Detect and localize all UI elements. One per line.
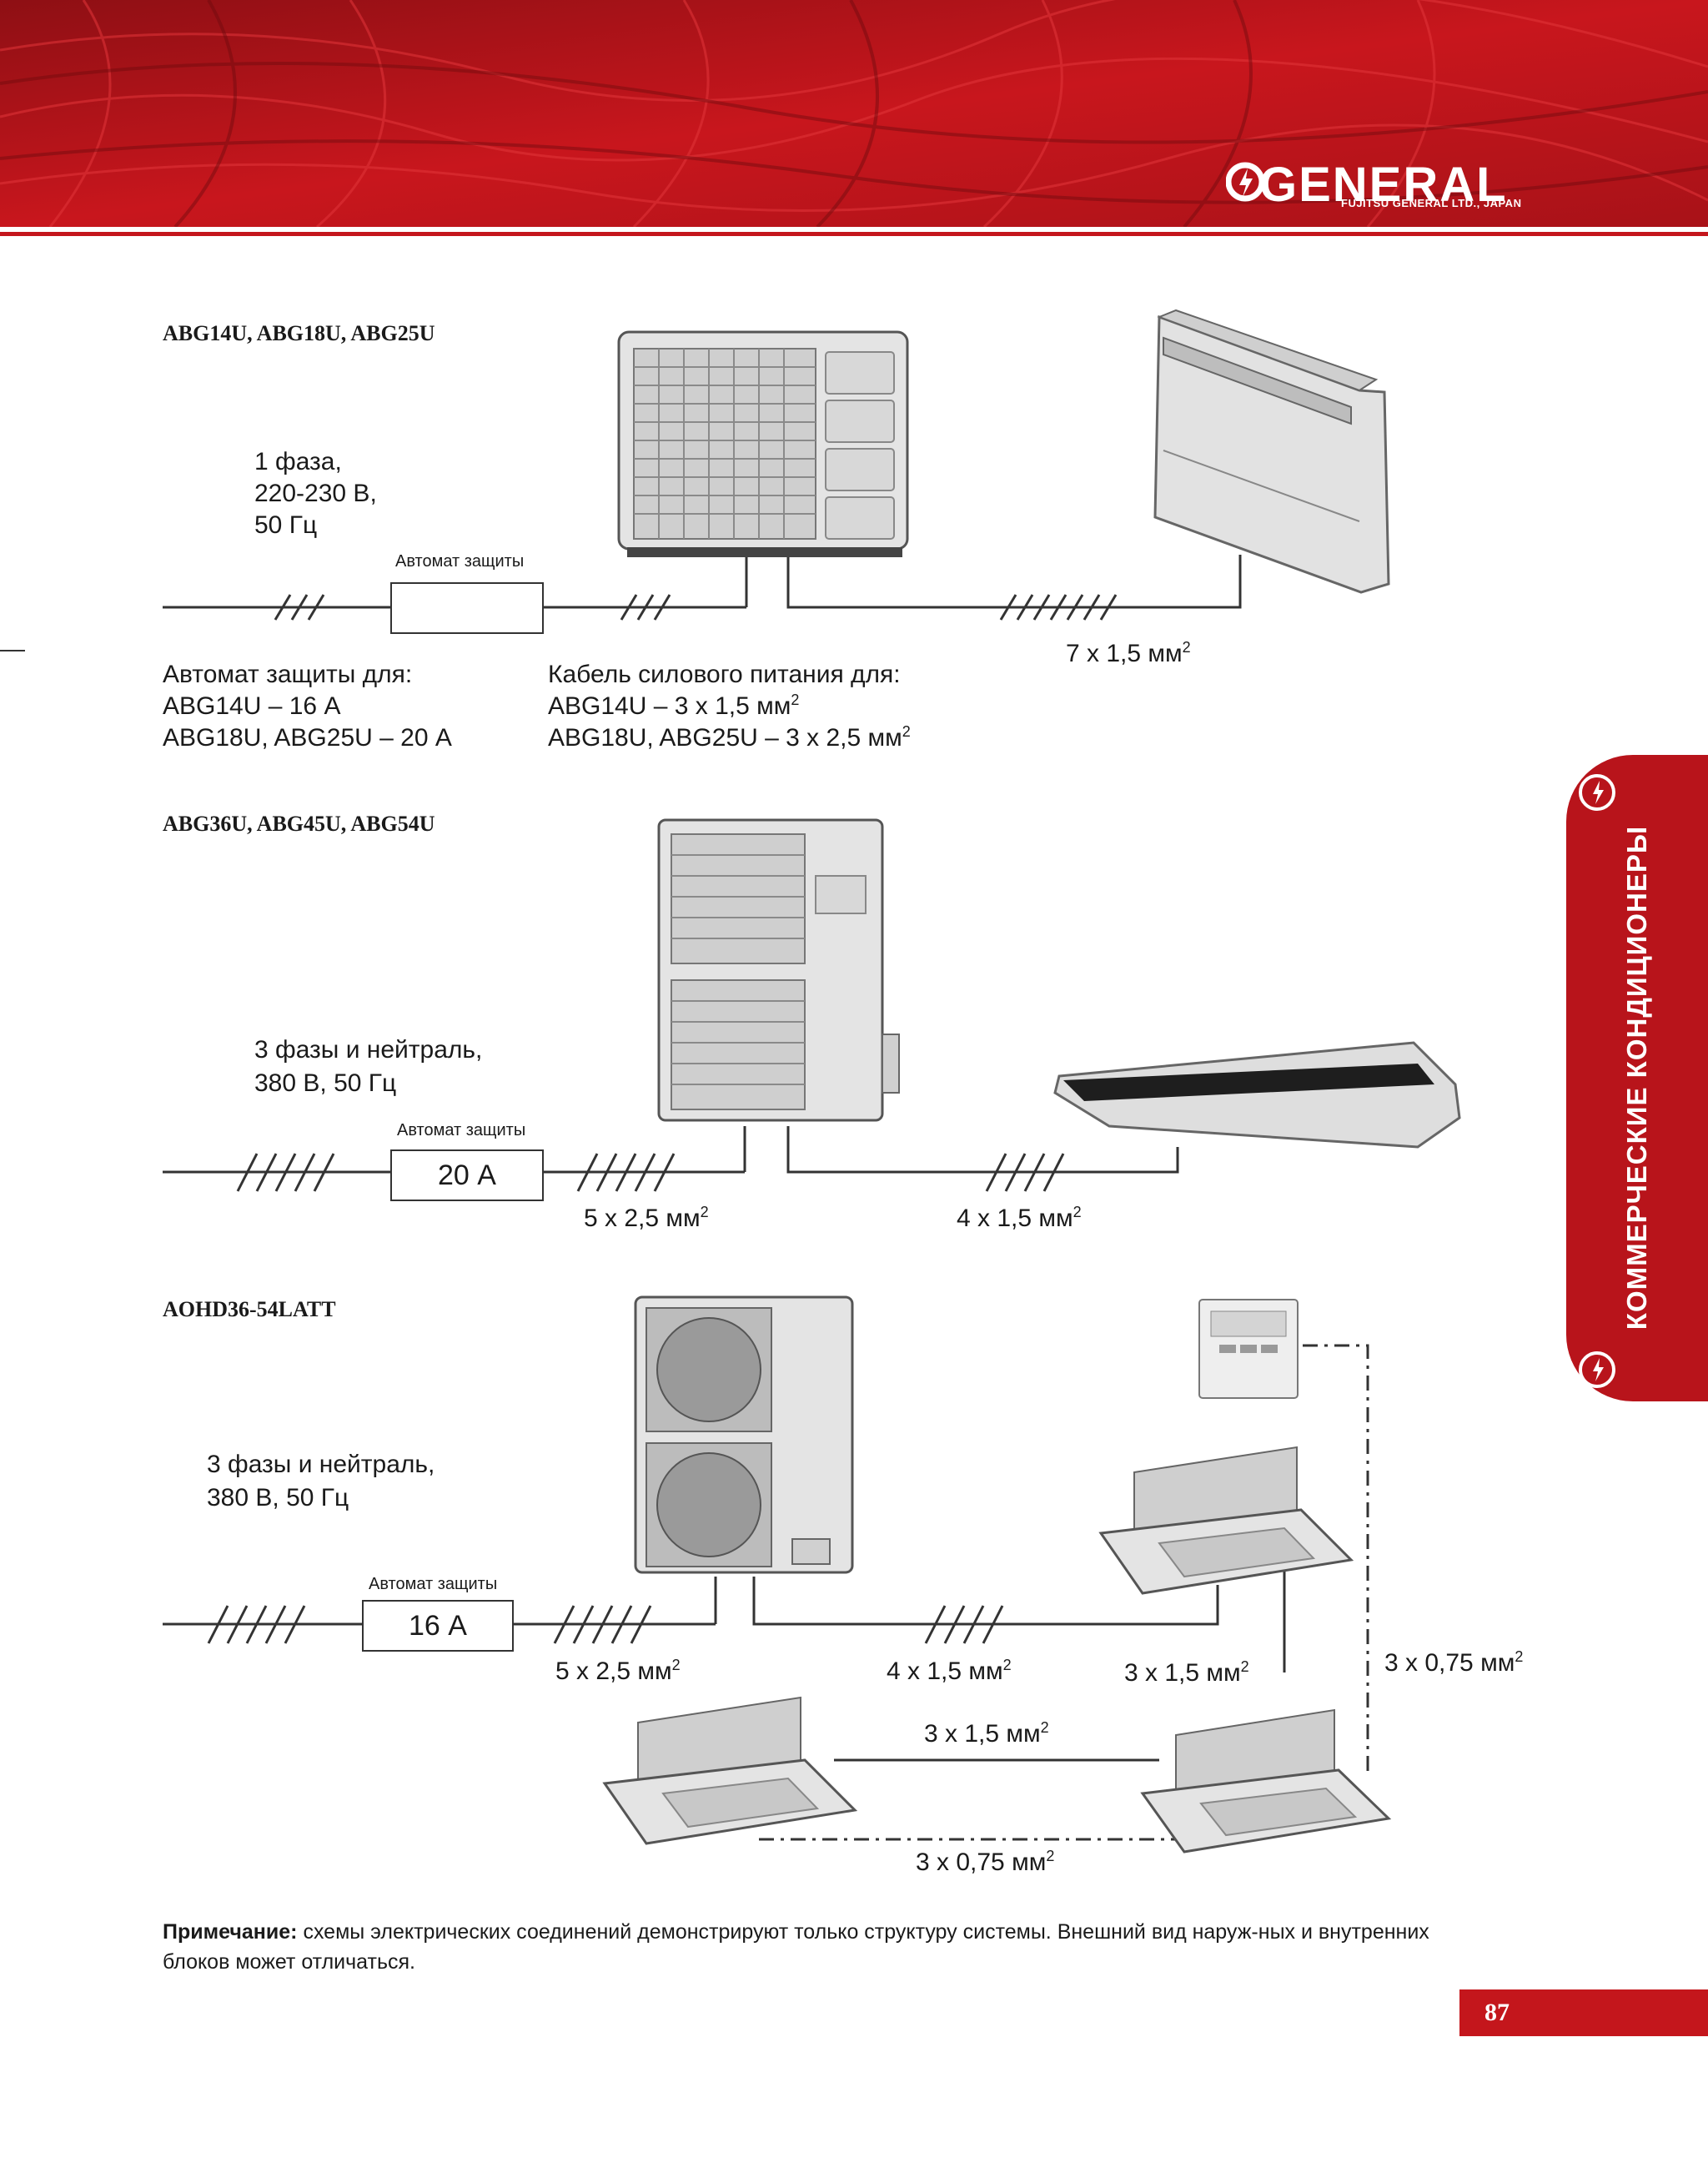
side-logo-top-icon: [1579, 774, 1615, 811]
footnote-text: схемы электрических соединений демонстри…: [163, 1920, 1429, 1974]
side-logo-bottom-icon: [1579, 1351, 1615, 1388]
section-3-cable-power: 5 x 2,5 мм2: [555, 1657, 681, 1685]
page-number: 87: [1459, 1989, 1708, 2036]
section-1-cable-note-1: Кабель силового питания для:: [548, 661, 901, 688]
header-rule: [0, 232, 1708, 236]
section-1-cable-note-3: ABG18U, ABG25U – 3 x 2,5 мм2: [548, 723, 911, 752]
brand-subtitle: FUJITSU GENERAL LTD., JAPAN: [1341, 197, 1522, 209]
section-1-title: ABG14U, ABG18U, ABG25U: [163, 321, 435, 345]
cassette-unit-3: [1140, 1708, 1392, 1854]
section-3-breaker-box: 16 А: [362, 1600, 514, 1652]
section-3-cable-bottom: 3 x 0,75 мм2: [916, 1848, 1055, 1876]
section-3-cable-between: 3 x 1,5 мм2: [924, 1719, 1049, 1748]
cassette-unit-2: [602, 1696, 858, 1845]
section-1-breaker-note-2: ABG14U – 16 А: [163, 692, 341, 720]
section-3-cable-unit1: 3 x 1,5 мм2: [1124, 1658, 1249, 1687]
general-logo-icon: [1226, 162, 1264, 202]
red-texture-background: [0, 0, 1708, 227]
section-1-cable-note-2: ABG14U – 3 x 1,5 мм2: [548, 692, 800, 720]
section-2-power-line-2: 380 В, 50 Гц: [254, 1069, 397, 1097]
section-1-breaker-note-3: ABG18U, ABG25U – 20 А: [163, 724, 452, 752]
header-banner: GENERAL FUJITSU GENERAL LTD., JAPAN: [0, 0, 1708, 227]
section-2-cable-right: 4 x 1,5 мм2: [957, 1204, 1082, 1232]
cassette-unit-1: [1098, 1446, 1354, 1595]
section-3-breaker-label: Автомат защиты: [369, 1575, 498, 1593]
outdoor-unit-1: [617, 330, 909, 557]
section-3-cable-remote: 3 x 0,75 мм2: [1384, 1648, 1524, 1677]
section-2-title: ABG36U, ABG45U, ABG54U: [163, 812, 435, 836]
brand-logo: GENERAL: [1259, 158, 1508, 212]
section-1-power-line-2: 220-230 В,: [254, 480, 377, 507]
indoor-unit-2: [1053, 1041, 1461, 1149]
footnote-label: Примечание:: [163, 1920, 298, 1944]
side-tab: [1566, 755, 1708, 1401]
section-2-breaker-label: Автомат защиты: [397, 1121, 526, 1139]
outdoor-unit-3: [634, 1295, 854, 1574]
section-1-cable-right: 7 x 1,5 мм2: [1066, 639, 1191, 667]
section-3-cable-indoor: 4 x 1,5 мм2: [887, 1657, 1012, 1685]
section-2-breaker-box: 20 А: [390, 1149, 544, 1201]
remote-controller: [1198, 1299, 1299, 1399]
section-3-title: AOHD36-54LATT: [163, 1297, 336, 1321]
section-2-power-line-1: 3 фазы и нейтраль,: [254, 1036, 483, 1064]
section-2-cable-power: 5 x 2,5 мм2: [584, 1204, 709, 1232]
section-1-breaker-label: Автомат защиты: [395, 552, 525, 571]
section-1-breaker-note-1: Автомат защиты для:: [163, 661, 413, 688]
section-3-power-line-2: 380 В, 50 Гц: [207, 1484, 349, 1512]
footnote: Примечание: схемы электрических соединен…: [163, 1917, 1464, 1977]
section-1-power-line-1: 1 фаза,: [254, 448, 342, 475]
section-3-power-line-1: 3 фазы и нейтраль,: [207, 1451, 435, 1478]
section-1-breaker-box: [390, 582, 544, 634]
indoor-unit-1: [1153, 309, 1390, 594]
section-1-power-line-3: 50 Гц: [254, 511, 318, 539]
outdoor-unit-2: [657, 818, 900, 1122]
